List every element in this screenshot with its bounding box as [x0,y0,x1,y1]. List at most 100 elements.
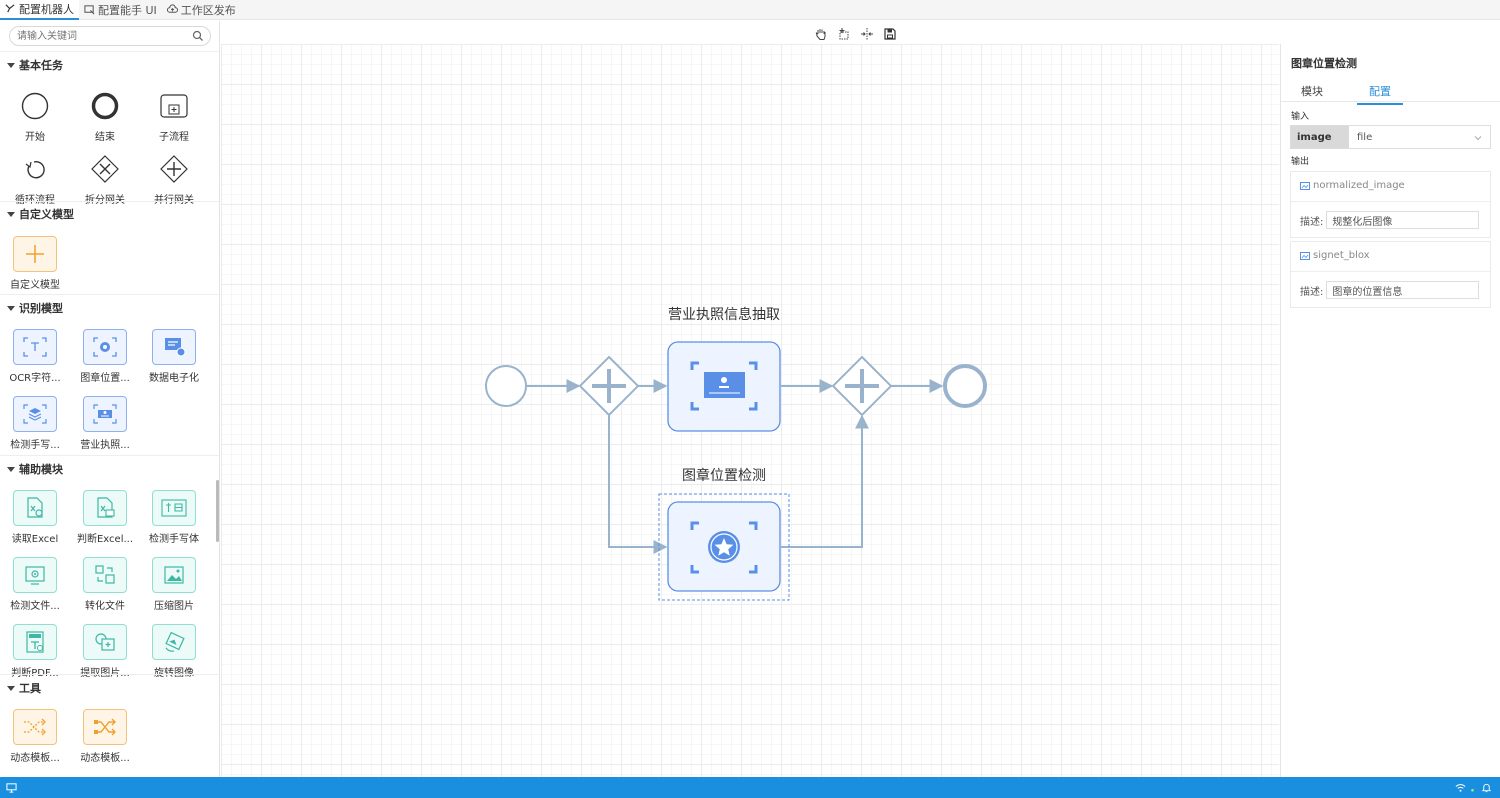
start-event[interactable] [485,365,527,407]
space-tool-button[interactable] [858,26,875,43]
task1-label: 营业执照信息抽取 [668,307,780,323]
palette-item-start[interactable]: 开始 [0,88,70,148]
subprocess-icon [152,88,196,124]
palette-item-digitize[interactable]: 数据电子化 [139,329,209,389]
palette-item-dynamic-template-2[interactable]: 动态模板... [70,709,140,769]
hand-tool-button[interactable] [812,26,829,43]
palette-item-custom-model[interactable]: 自定义模型 [0,236,70,296]
exclusive-gateway-icon [83,151,127,187]
loop-icon [13,151,57,187]
section-basic: 基本任务 开始 结束 子流程 循环流程 拆分网关 并行网关 [0,51,219,206]
lasso-tool-button[interactable] [835,26,852,43]
palette-scrollbar[interactable] [216,480,219,542]
divider [1291,201,1490,202]
palette-item-convert-file[interactable]: 转化文件 [70,557,140,617]
save-icon [883,28,896,40]
panel-title: 图章位置检测 [1291,57,1357,70]
palette-item-dynamic-template-1[interactable]: 动态模板... [0,709,70,769]
palette-item-parallel-gateway[interactable]: 并行网关 [139,151,209,211]
monitor-icon[interactable] [6,782,17,793]
palette-item-license[interactable]: 营业执照... [70,396,140,456]
shuffle-icon [83,709,127,745]
top-tab-bar: 配置机器人 配置能手 UI 工作区发布 [0,0,1500,20]
palette-item-detect-file[interactable]: 检测文件... [0,557,70,617]
shuffle-icon [13,709,57,745]
wifi-icon[interactable] [1455,782,1466,793]
output-section-label: 输出 [1291,157,1310,167]
task-seal-detect[interactable] [667,501,781,592]
save-button[interactable] [881,26,898,43]
output-name: signet_blox [1300,250,1370,261]
input-param-row: image file [1290,125,1491,149]
section-recognition-header[interactable]: 识别模型 [7,300,63,316]
output-name: normalized_image [1300,180,1405,191]
section-custom-header[interactable]: 自定义模型 [7,206,74,222]
compress-image-icon [152,557,196,593]
task2-label: 图章位置检测 [682,468,766,484]
digitize-icon [152,329,196,365]
output-card: normalized_image 描述: [1290,171,1491,238]
palette-item-seal-detect[interactable]: 图章位置... [70,329,140,389]
palette-item-extract-image[interactable]: 提取图片... [70,624,140,684]
palette-item-ocr[interactable]: OCR字符... [0,329,70,389]
section-auxiliary: 辅助模块 读取Excel 判断Excel... 检测手写体 检测文件... 转化… [0,455,219,679]
sequence-flows [527,379,944,554]
palette-item-read-excel[interactable]: 读取Excel [0,490,70,550]
palette-item-end[interactable]: 结束 [70,88,140,148]
cloud-icon [166,4,178,13]
output-card: signet_blox 描述: [1290,241,1491,308]
flow-diagram [485,341,987,601]
input-param-select[interactable]: file [1349,126,1490,148]
section-basic-header[interactable]: 基本任务 [7,57,63,73]
section-auxiliary-header[interactable]: 辅助模块 [7,461,63,477]
lasso-icon [839,28,848,40]
palette-item-handwriting-detect[interactable]: 检测手写体 [139,490,209,550]
palette-item-judge-excel[interactable]: 判断Excel... [70,490,140,550]
parallel-gateway-icon [152,151,196,187]
ui-icon [84,5,95,15]
search-icon[interactable] [192,30,204,42]
flow-split-to-task2 [608,415,668,554]
flow-icon [5,4,15,13]
palette-item-compress-image[interactable]: 压缩图片 [139,557,209,617]
handwriting-icon [152,490,196,526]
layers-icon [13,396,57,432]
palette-item-loop[interactable]: 循环流程 [0,151,70,211]
output-desc-input[interactable] [1326,211,1480,229]
task-business-license[interactable] [667,341,781,432]
search-input[interactable] [17,27,187,45]
pdf-icon [13,624,57,660]
parallel-gateway-join[interactable] [831,355,893,417]
status-dot-icon [1471,788,1474,792]
tab-module[interactable]: 模块 [1301,85,1323,98]
seal-detect-icon [83,329,127,365]
end-event-icon [83,88,127,124]
palette-item-judge-pdf[interactable]: 判断PDF... [0,624,70,684]
panel-tabs: 模块 配置 [1281,80,1500,105]
start-event-icon [13,88,57,124]
parallel-gateway-split[interactable] [578,355,640,417]
selection-outline [658,493,790,601]
palette-item-exclusive-gateway[interactable]: 拆分网关 [70,151,140,211]
end-event[interactable] [943,364,987,408]
output-desc-row: 描述: [1300,211,1480,229]
tab-label: 工作区发布 [180,3,236,17]
caret-down-icon [7,211,15,217]
tab-config-ui[interactable]: 配置能手 UI [79,0,162,20]
input-param-key: image [1291,126,1349,148]
palette-item-rotate-image[interactable]: 旋转图像 [139,624,209,684]
palette-item-subprocess[interactable]: 子流程 [139,88,209,148]
caret-down-icon [7,466,15,472]
diagram-canvas[interactable]: 营业执照信息抽取 图章位置检测 [221,44,1279,777]
section-tools: 工具 动态模板... 动态模板... [0,674,219,768]
section-tools-header[interactable]: 工具 [7,680,41,696]
flow-task2-to-join [781,414,869,548]
tab-config-robot[interactable]: 配置机器人 [0,0,79,20]
input-section-label: 输入 [1291,112,1310,122]
palette-item-handwriting[interactable]: 检测手写... [0,396,70,456]
output-desc-input[interactable] [1326,281,1480,299]
tab-config[interactable]: 配置 [1357,83,1403,105]
tab-workspace-publish[interactable]: 工作区发布 [162,0,241,20]
properties-panel: 图章位置检测 模块 配置 输入 image file 输出 normalized… [1280,44,1500,777]
bell-icon[interactable] [1481,782,1492,793]
